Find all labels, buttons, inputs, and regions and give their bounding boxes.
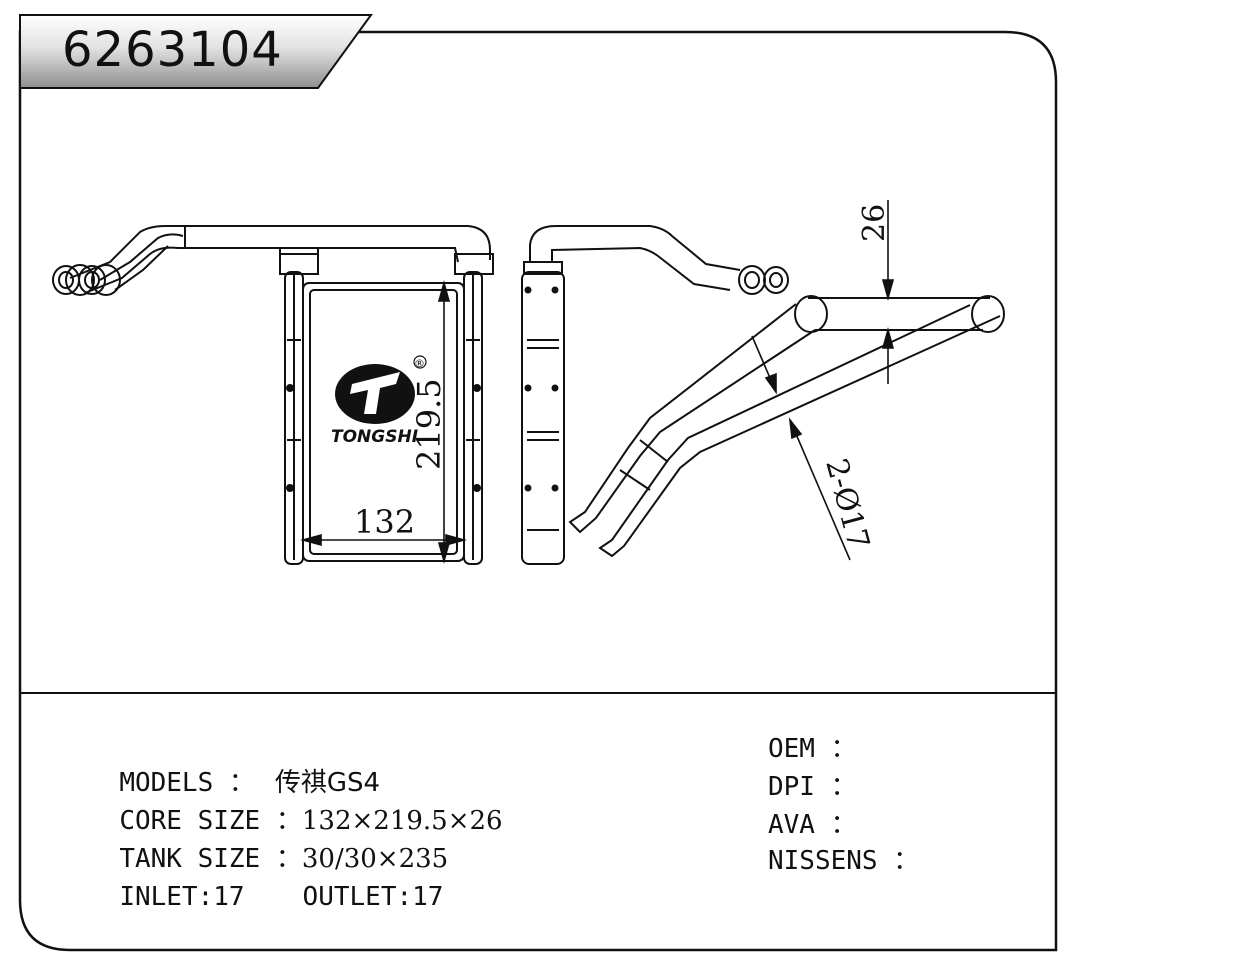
tank-size-value: 30/30×235: [301, 844, 449, 874]
thickness-dimension: [881, 200, 895, 384]
core-size-label: CORE SIZE ：: [119, 806, 302, 836]
side-pipe-lower: [551, 246, 731, 291]
inlet-value: INLET:17: [119, 882, 245, 912]
core-size-value: 132×219.5×26: [301, 806, 503, 836]
tank-size-label: TANK SIZE ：: [119, 844, 302, 874]
width-dimension: [300, 533, 467, 547]
front-pipe-lower: [84, 246, 459, 294]
tank-size-row: TANK SIZE ：30/30×235: [88, 814, 448, 874]
height-dimension: [437, 280, 451, 564]
side-tank: [521, 271, 565, 565]
side-view: [521, 225, 789, 565]
models-row: MODELS ： 传祺GS4: [88, 738, 380, 798]
tube-left: [568, 303, 816, 534]
front-pipe-upper: [69, 225, 491, 279]
height-label: 219.5: [410, 378, 448, 470]
inlet-outlet-row: INLET:17 OUTLET:17: [88, 852, 443, 912]
tube-spec-label: 2-Ø17: [818, 455, 876, 553]
pipe-detail: [568, 295, 1005, 558]
oem-row: OEM ：: [768, 734, 857, 764]
core-size-row: CORE SIZE ：132×219.5×26: [88, 776, 503, 836]
core-panel: [302, 282, 465, 562]
brand-logo: [335, 355, 427, 424]
front-view: [52, 225, 494, 565]
pipe-end-ring: [78, 265, 106, 295]
brand-name: TONGSHI: [331, 427, 418, 447]
title-tab: [19, 14, 373, 89]
tube-diameter-leader: [751, 335, 851, 561]
sheet-border: [18, 30, 1058, 952]
width-label: 132: [354, 503, 415, 541]
models-label: MODELS ：: [119, 768, 255, 798]
tube-right: [598, 304, 1001, 558]
ava-row: AVA ：: [768, 810, 857, 840]
nissens-row: NISSENS ：: [768, 846, 920, 876]
outlet-value: OUTLET:17: [302, 882, 444, 912]
side-pipe-upper: [529, 225, 741, 271]
part-number: 6263104: [62, 22, 283, 78]
dpi-row: DPI ：: [768, 772, 857, 802]
models-value: 传祺GS4: [274, 768, 381, 798]
thickness-label: 26: [857, 204, 892, 242]
registered-mark: ®: [414, 357, 425, 370]
